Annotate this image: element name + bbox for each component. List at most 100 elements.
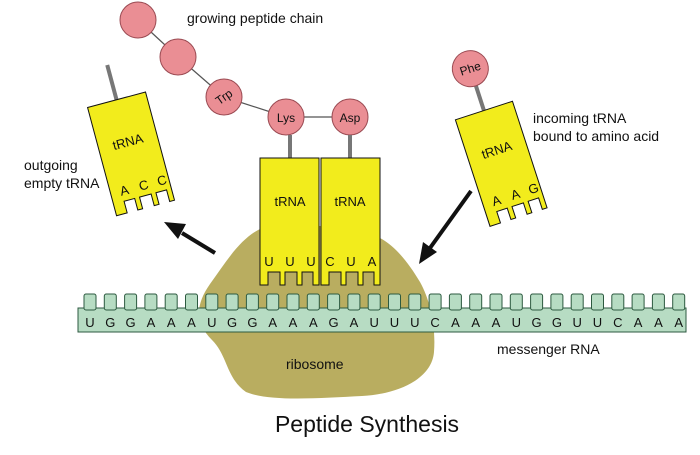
anticodon-base: U (285, 254, 294, 269)
mrna-tooth (367, 293, 381, 311)
mrna-base: U (573, 315, 582, 330)
mrna-tooth (611, 293, 625, 311)
mrna-tooth (286, 293, 300, 311)
mrna-tooth (164, 293, 178, 311)
mrna-tooth (83, 293, 97, 311)
mrna-tooth (591, 293, 604, 311)
mrna-tooth (651, 293, 665, 311)
trna-incoming: tRNA A A G Phe (451, 50, 548, 227)
trna-stem (105, 64, 119, 101)
mrna-tooth (408, 293, 422, 311)
mrna-tooth (185, 293, 198, 311)
amino-acid-lys: Lys (267, 98, 305, 136)
mrna-base: U (370, 315, 379, 330)
anticodon-base: U (346, 254, 355, 269)
trna-outgoing: tRNA A C C (86, 64, 176, 217)
mrna-tooth (530, 293, 544, 311)
mrna-base: A (350, 315, 359, 330)
outgoing-trna-label-line1: outgoing (24, 157, 78, 173)
mrna-base: A (289, 315, 298, 330)
mrna-base: U (410, 315, 419, 330)
mrna-base: C (430, 315, 439, 330)
trna-site-1: tRNA U U U (259, 135, 320, 286)
mrna-base: A (268, 315, 277, 330)
mrna-tooth (388, 293, 401, 311)
mrna-base: A (634, 315, 643, 330)
trna-body (259, 157, 320, 286)
mrna-base: U (593, 315, 602, 330)
anticodon-base: U (306, 254, 315, 269)
mrna-tooth (672, 293, 686, 311)
mrna-tooth (550, 293, 564, 311)
mrna-base: C (613, 315, 622, 330)
mrna-base: U (207, 315, 216, 330)
mrna-base: A (187, 315, 196, 330)
anticodon-base: C (155, 172, 168, 189)
mrna-base: A (674, 315, 683, 330)
anticodon-base: G (526, 180, 540, 197)
incoming-arrow (419, 189, 473, 264)
trna-body (454, 100, 548, 227)
trna-label: tRNA (274, 194, 305, 209)
mrna-base: A (654, 315, 663, 330)
trna-site-2: tRNA C U A (320, 135, 381, 286)
anticodon-base: U (264, 254, 273, 269)
mrna-base: G (329, 315, 339, 330)
trna-body (320, 157, 381, 286)
mrna-base: U (390, 315, 399, 330)
peptide-chain: Trp Lys Asp (119, 1, 369, 136)
mrna-tooth (124, 293, 138, 311)
mrna-base: A (471, 315, 480, 330)
ribosome-label: ribosome (286, 356, 344, 372)
mrna-base: G (105, 315, 115, 330)
mrna-base: A (451, 315, 460, 330)
trna-body (86, 91, 176, 217)
mrna-tooth (347, 293, 361, 311)
mrna-base: A (492, 315, 501, 330)
mrna-tooth (428, 293, 442, 311)
trna-label: tRNA (334, 194, 365, 209)
mrna-base: G (227, 315, 237, 330)
mrna-teeth (83, 293, 686, 311)
mrna-tooth (631, 293, 645, 311)
amino-acid-phe: Phe (451, 50, 489, 88)
amino-acid-asp-label: Asp (340, 111, 361, 125)
mrna-tooth (327, 293, 341, 311)
anticodon-base: A (118, 182, 131, 199)
outgoing-trna-label-line2: empty tRNA (24, 175, 100, 191)
mrna-tooth (469, 293, 483, 311)
mrna-tooth (225, 293, 239, 311)
mrna-base: A (147, 315, 156, 330)
mrna-tooth (509, 293, 523, 311)
mrna-base: G (126, 315, 136, 330)
amino-acid-lys-label: Lys (277, 111, 295, 125)
mrna-tooth (489, 293, 503, 311)
mrna-base: A (309, 315, 318, 330)
mrna-tooth (570, 293, 584, 311)
anticodon-base: C (325, 254, 334, 269)
diagram-title: Peptide Synthesis (275, 411, 459, 437)
amino-acid-trp: Trp (205, 78, 243, 116)
mrna-tooth (144, 293, 158, 311)
incoming-trna-label-line1: incoming tRNA (533, 110, 627, 126)
mrna-tooth (245, 293, 259, 311)
mrna-base: G (532, 315, 542, 330)
mrna-base: G (247, 315, 257, 330)
mrna-tooth (448, 293, 462, 311)
mrna-base: U (85, 315, 94, 330)
amino-acid-unlabeled (159, 38, 197, 76)
trna-stem (472, 81, 486, 112)
amino-acid-unlabeled (119, 1, 157, 39)
amino-acid-asp: Asp (331, 98, 369, 136)
mrna-base: G (552, 315, 562, 330)
mrna-tooth (266, 293, 280, 311)
mrna-tooth (205, 293, 219, 311)
mrna-backbone (77, 307, 687, 333)
peptide-chain-label: growing peptide chain (187, 10, 323, 26)
mrna-tooth (306, 293, 320, 311)
mrna-base: U (512, 315, 521, 330)
incoming-trna-label-line2: bound to amino acid (533, 128, 659, 144)
